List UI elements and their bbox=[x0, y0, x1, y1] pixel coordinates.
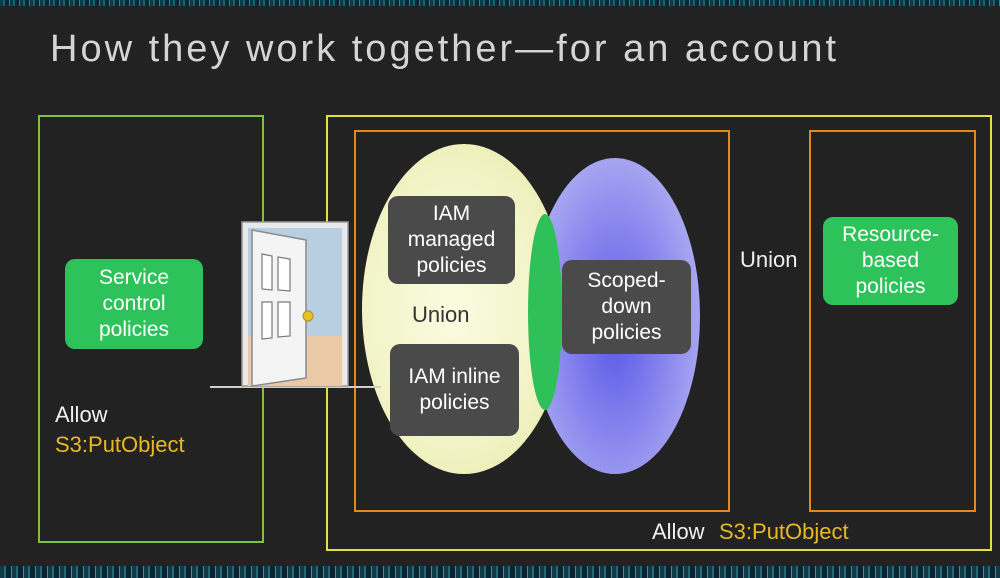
resource-policies-box bbox=[809, 130, 976, 512]
service-control-policies-pill: Service control policies bbox=[65, 259, 203, 349]
iam-inline-policies-pill: IAM inline policies bbox=[390, 344, 519, 436]
scp-allow-label: Allow bbox=[55, 402, 108, 427]
slide-title: How they work together—for an account bbox=[50, 28, 840, 70]
scp-action-label: S3:PutObject bbox=[55, 432, 185, 457]
video-bottom-strip bbox=[0, 566, 1000, 578]
iam-managed-policies-pill: IAM managed policies bbox=[388, 196, 515, 284]
union-label: Union bbox=[740, 247, 798, 272]
policy-intersection-ellipse bbox=[528, 214, 562, 410]
scoped-down-policies-pill: Scoped- down policies bbox=[562, 260, 691, 354]
account-action-label: S3:PutObject bbox=[719, 519, 849, 544]
venn-union-label: Union bbox=[412, 302, 470, 327]
open-door-icon bbox=[206, 218, 381, 398]
resource-based-policies-pill: Resource- based policies bbox=[823, 217, 958, 305]
slide: How they work together—for an account Se… bbox=[0, 6, 1000, 566]
account-allow-label: Allow bbox=[652, 519, 705, 544]
video-top-strip bbox=[0, 0, 1000, 6]
identity-policies-box bbox=[354, 130, 730, 512]
